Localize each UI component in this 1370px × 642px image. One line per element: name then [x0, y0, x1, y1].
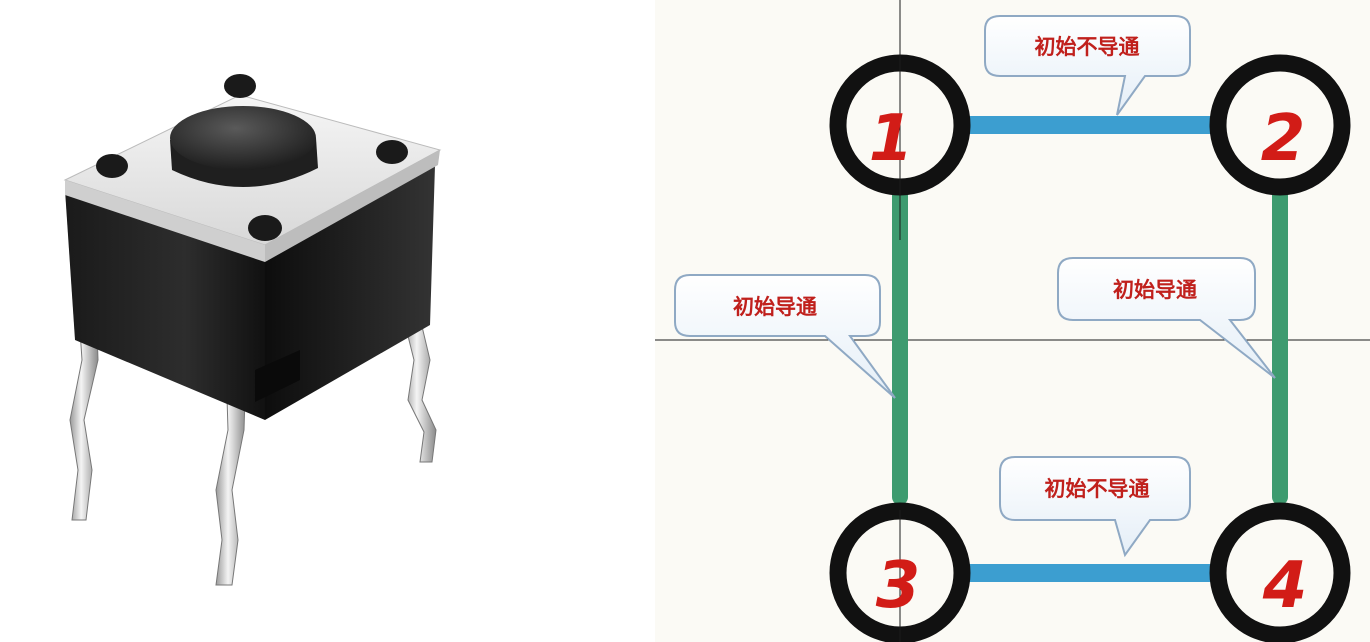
- pin-2-label: 2: [1261, 102, 1306, 176]
- pin-3-label: 3: [876, 549, 921, 623]
- callout-left-text: 初始导通: [733, 295, 817, 319]
- pin-2: 2: [1209, 54, 1351, 196]
- callout-top: 初始不导通: [984, 15, 1191, 116]
- pin-3: 3: [829, 502, 971, 642]
- callout-top-text: 初始不导通: [1035, 35, 1140, 59]
- pin-1-label: 1: [869, 102, 914, 176]
- pin-4: 4: [1209, 502, 1351, 642]
- switch-body-side: [265, 165, 435, 420]
- callout-bottom: 初始不导通: [999, 456, 1191, 558]
- button-photo: [0, 0, 655, 642]
- tactile-button-illustration: [63, 74, 442, 586]
- callout-bottom-text: 初始不导通: [1045, 477, 1150, 501]
- diagram-canvas: 1 2 3 4 初始不导通 初始导通: [655, 0, 1370, 642]
- callout-right: 初始导通: [1057, 257, 1276, 379]
- pin-leg-right: [403, 317, 437, 463]
- pin-1: 1: [829, 0, 971, 240]
- callout-left: 初始导通: [674, 274, 896, 399]
- switch-body-front: [65, 190, 265, 420]
- pin-connection-diagram: 1 2 3 4 初始不导通 初始导通: [655, 0, 1370, 642]
- callout-right-text: 初始导通: [1113, 278, 1197, 302]
- pin-4-label: 4: [1262, 549, 1308, 623]
